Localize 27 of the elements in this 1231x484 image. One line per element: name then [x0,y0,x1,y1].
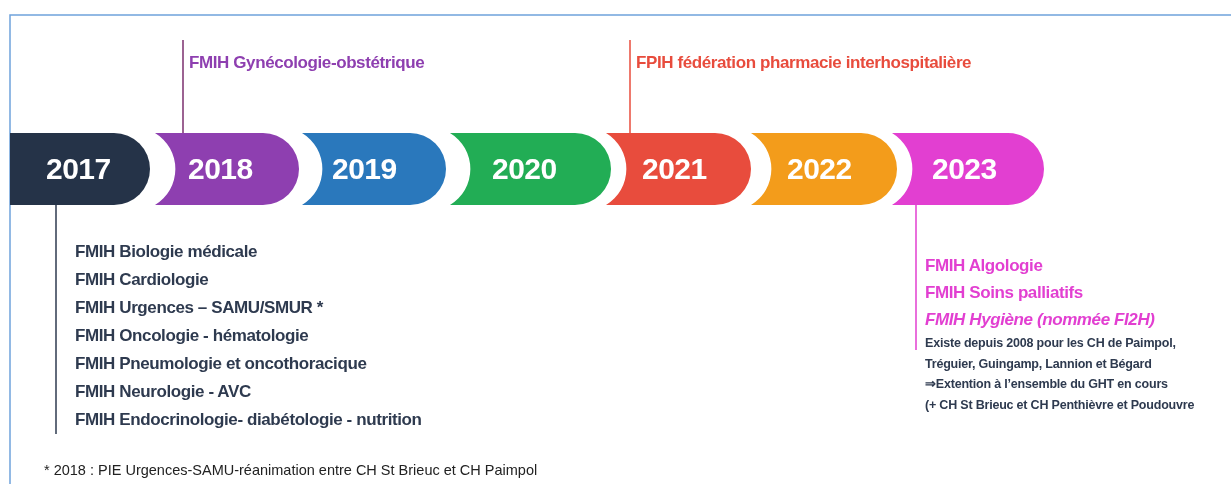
note-text: ⇒Extention à l’ensemble du GHT en cours [925,376,1169,393]
federation-name: FMIH Algologie [925,255,1044,277]
federation-name: FMIH Oncologie - hématologie [75,325,310,347]
year-label: 2019 [332,151,397,187]
federation-name: FMIH Neurologie - AVC [75,381,252,403]
federation-name: FMIH Gynécologie-obstétrique [189,52,426,74]
note-text: Existe depuis 2008 pour les CH de Paimpol, Tréguier, Guingamp, Lannion et Bégard [925,335,1177,373]
federation-name: FMIH Biologie médicale [75,241,258,263]
footnote: * 2018 : PIE Urgences-SAMU-réanimation entre CH St Brieuc et CH Paimpol [44,462,538,478]
federation-name: FPIH fédération pharmacie interhospitalière [636,52,973,74]
leader-line [55,204,57,435]
federation-name: FMIH Hygiène (nommée FI2H) [925,309,1156,331]
year-label: 2017 [46,151,111,187]
leader-line [182,39,184,134]
note-text: (+ CH St Brieuc et CH Penthièvre et Poudouvre [925,396,1196,414]
leader-line [915,204,917,351]
year-label: 2021 [642,151,707,187]
federation-name: FMIH Urgences – SAMU/SMUR * [75,297,325,319]
federation-name: FMIH Pneumologie et oncothoracique [75,353,368,375]
leader-line [629,39,631,134]
year-label: 2023 [932,151,997,187]
federation-name: FMIH Endocrinologie- diabétologie - nutrition [75,409,423,431]
federation-name: FMIH Soins palliatifs [925,282,1084,304]
year-label: 2022 [787,151,852,187]
year-label: 2020 [492,151,557,187]
federation-name: FMIH Cardiologie [75,269,210,291]
year-label: 2018 [188,151,253,187]
